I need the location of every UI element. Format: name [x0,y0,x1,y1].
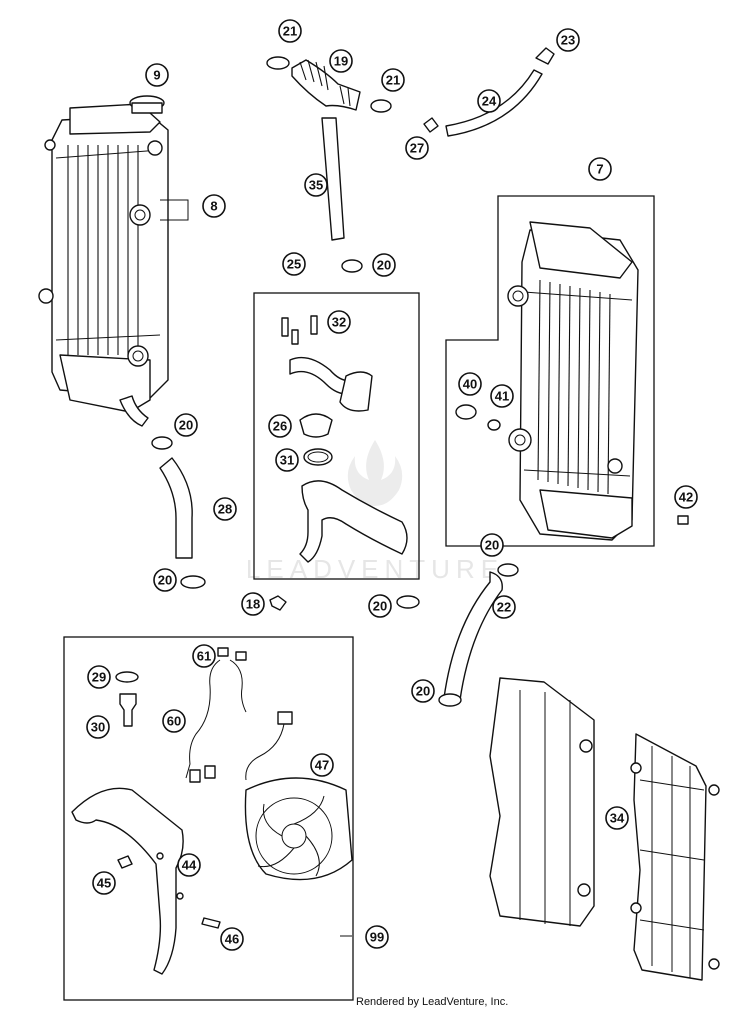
svg-text:25: 25 [287,257,301,272]
svg-text:22: 22 [497,600,511,615]
callout-9: 9 [145,63,169,87]
callout-40: 40 [458,372,482,396]
callout-20-left-upper: 20 [174,413,198,437]
svg-text:20: 20 [485,538,499,553]
callout-24: 24 [477,89,501,113]
callout-31: 31 [275,448,299,472]
callout-19: 19 [329,49,353,73]
render-credit: Rendered by LeadVenture, Inc. [356,996,509,1008]
svg-text:20: 20 [158,573,172,588]
callout-7: 7 [588,157,612,181]
svg-text:30: 30 [91,720,105,735]
svg-text:32: 32 [332,315,346,330]
svg-text:26: 26 [273,419,287,434]
callout-46: 46 [220,927,244,951]
svg-text:40: 40 [463,377,477,392]
svg-text:28: 28 [218,502,232,517]
svg-text:20: 20 [373,599,387,614]
callout-25: 25 [282,252,306,276]
callout-44: 44 [177,853,201,877]
svg-text:8: 8 [210,199,217,214]
svg-text:29: 29 [92,670,106,685]
svg-text:20: 20 [377,258,391,273]
callout-61: 61 [192,644,216,668]
callout-20-left-lower: 20 [153,568,177,592]
callout-26: 26 [268,414,292,438]
svg-text:20: 20 [179,418,193,433]
svg-text:35: 35 [309,178,323,193]
svg-text:42: 42 [679,490,693,505]
fan-group-parts [71,647,353,975]
callout-28: 28 [213,497,237,521]
callout-23: 23 [556,28,580,52]
callout-22: 22 [492,595,516,619]
callout-34: 34 [605,806,629,830]
svg-text:44: 44 [182,858,197,873]
callout-21-upper-left: 21 [278,19,302,43]
callout-60: 60 [162,709,186,733]
callout-20-right-lower: 20 [411,679,435,703]
svg-text:18: 18 [246,597,260,612]
svg-text:19: 19 [334,54,348,69]
right-radiator [507,221,689,541]
callout-27: 27 [405,136,429,160]
right-radiator-box [445,195,655,547]
svg-text:60: 60 [167,714,181,729]
callout-29: 29 [87,665,111,689]
callout-20-middle: 20 [368,594,392,618]
hose-28 [151,436,206,589]
svg-text:7: 7 [596,162,603,177]
svg-text:99: 99 [370,930,384,945]
clamps-middle [269,595,420,611]
shroud-right [630,733,720,981]
hose-22 [438,563,519,707]
callout-47: 47 [310,753,334,777]
thermostat-group-box [253,292,420,580]
svg-text:23: 23 [561,33,575,48]
svg-text:9: 9 [153,68,160,83]
thermostat-parts [281,315,408,563]
svg-text:21: 21 [283,24,297,39]
svg-text:20: 20 [416,684,430,699]
callout-32: 32 [327,310,351,334]
callout-30: 30 [86,715,110,739]
overflow-hose-24 [423,47,555,137]
shroud-left [489,677,595,927]
svg-text:34: 34 [610,811,625,826]
svg-text:31: 31 [280,453,294,468]
callout-35: 35 [304,173,328,197]
cap-40-41 [455,404,501,431]
upper-hose-assembly [266,56,392,273]
svg-text:61: 61 [197,649,211,664]
svg-text:46: 46 [225,932,239,947]
svg-text:21: 21 [386,73,400,88]
svg-text:45: 45 [97,876,111,891]
leader-8 [160,199,189,221]
svg-text:27: 27 [410,141,424,156]
callout-99: 99 [365,925,389,949]
svg-text:47: 47 [315,758,329,773]
callout-21-upper-right: 21 [381,68,405,92]
callout-42: 42 [674,485,698,509]
svg-text:41: 41 [495,389,509,404]
callout-18: 18 [241,592,265,616]
fan-group-box [63,636,354,1001]
callout-41: 41 [490,384,514,408]
callout-20-top: 20 [372,253,396,277]
callout-8: 8 [202,194,226,218]
callout-45: 45 [92,871,116,895]
svg-text:24: 24 [482,94,497,109]
left-radiator [38,95,169,427]
callout-20-right-upper: 20 [480,533,504,557]
